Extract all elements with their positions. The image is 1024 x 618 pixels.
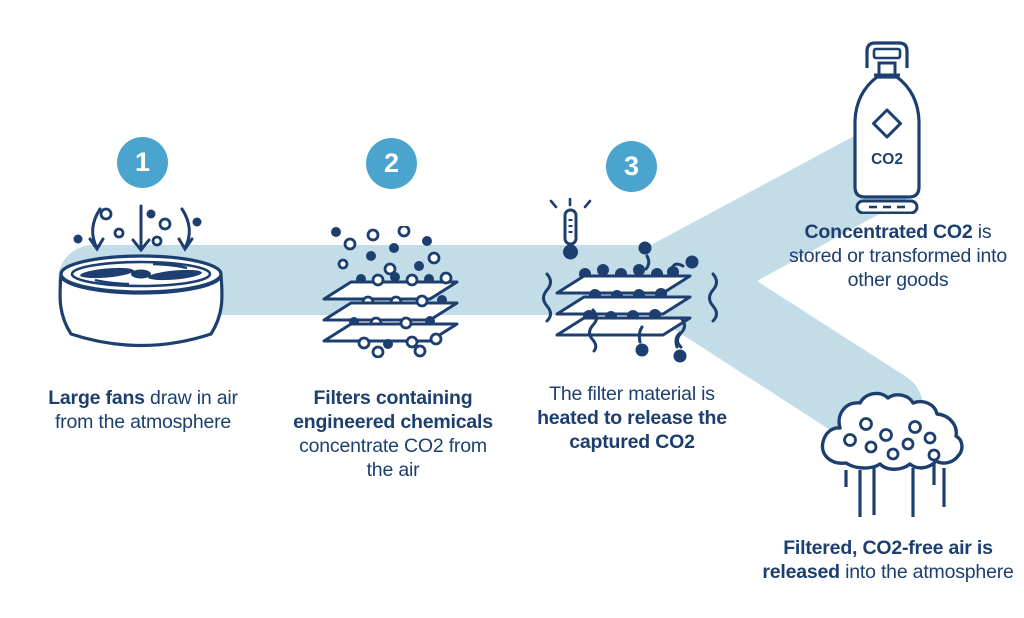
co2-cylinder-icon: CO2	[853, 41, 921, 214]
air-particles	[73, 207, 202, 247]
caption-bold: Filters containing engineered chemicals	[293, 387, 493, 433]
cloud-outline	[820, 391, 964, 471]
cylinder-handle	[865, 41, 909, 68]
caption-text: concentrate CO2 from the air	[299, 435, 487, 481]
released-co2-molecules	[635, 241, 699, 363]
step-3-badge: 3	[606, 141, 657, 192]
air-inflow-arrows	[88, 204, 194, 253]
co2-molecules-above	[331, 226, 441, 276]
caption-bold: Large fans	[48, 387, 145, 409]
filter-plates	[322, 271, 459, 350]
caption-bold: Concentrated CO2	[804, 221, 973, 243]
caption-bold: Filtered, CO2-free air is released	[762, 537, 993, 583]
heated-filter-plates	[555, 264, 692, 337]
co2-free-air-cloud-icon	[820, 391, 964, 517]
caption-text: draw in air from the atmosphere	[54, 387, 238, 433]
caption-text: into the atmosphere	[839, 561, 1014, 583]
filter-layers-icon	[322, 226, 459, 358]
heated-filter-icon	[542, 198, 718, 363]
step-1-number: 1	[134, 147, 151, 177]
co2-storage-caption: Concentrated CO2 is stored or transforme…	[785, 220, 1011, 292]
step-2-badge: 2	[366, 138, 417, 189]
caption-text: is stored or transformed into other good…	[788, 221, 1008, 291]
heat-waves	[542, 272, 718, 353]
caption-text: The filter material is	[549, 383, 715, 405]
step-2-number: 2	[383, 148, 400, 178]
fan-body	[58, 254, 224, 348]
diamond-hazard-icon	[872, 108, 902, 139]
step-3-number: 3	[623, 151, 640, 181]
cylinder-label: CO2	[871, 151, 903, 168]
step-2-caption: Filters containing engineered chemicals …	[287, 386, 499, 482]
fan-intake-icon	[58, 204, 224, 348]
step-1-caption: Large fans draw in air from the atmosphe…	[33, 386, 253, 434]
step-3-caption: The filter material is heated to release…	[526, 382, 738, 454]
flow-band-shape	[58, 135, 925, 452]
step-1-badge: 1	[117, 137, 168, 188]
clean-air-molecules	[843, 417, 941, 462]
cylinder-handle-slot	[872, 47, 902, 60]
clean-air-caption: Filtered, CO2-free air is released into …	[757, 536, 1019, 584]
caption-bold: heated to release the captured CO2	[537, 407, 727, 453]
cylinder-valve	[877, 61, 897, 77]
thermometer-icon	[549, 198, 592, 260]
air-molecules-below	[371, 344, 427, 358]
